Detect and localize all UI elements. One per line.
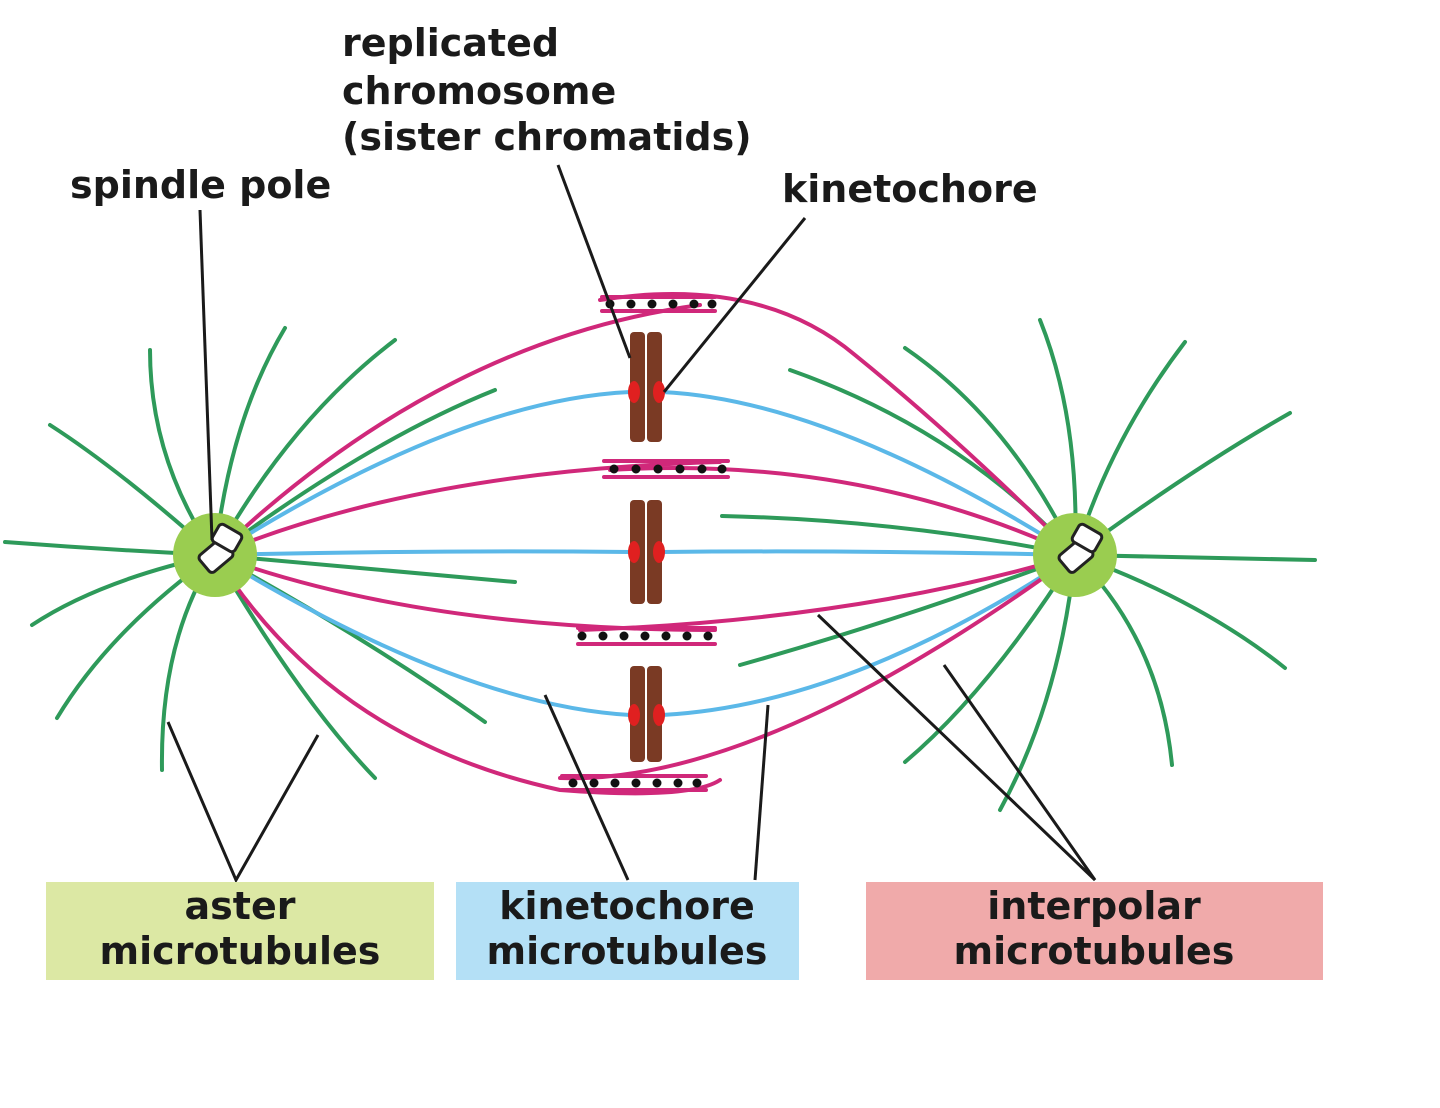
kinetochore-microtubules	[213, 390, 1077, 717]
chromosome-top	[628, 332, 665, 442]
spindle-pole-label: spindle pole	[70, 163, 331, 207]
overlap-zone-lower-middle	[576, 626, 717, 646]
chromosome-bottom	[628, 666, 665, 762]
kinetochore-microtubules-legend: kinetochore microtubules	[456, 882, 799, 980]
aster-legend-box	[46, 882, 434, 980]
overlap-zone-top	[600, 295, 717, 313]
interpolar-legend-box	[866, 882, 1323, 980]
kinetochore-legend-box	[456, 882, 799, 980]
chromosome-middle	[628, 500, 665, 604]
aster-microtubules-legend: aster microtubules	[46, 882, 434, 980]
aster-legend-line-2: microtubules	[100, 929, 381, 973]
overlap-zone-upper-middle	[602, 459, 730, 479]
right-aster-microtubules	[720, 318, 1317, 812]
replicated-chromosome-label-line-3: (sister chromatids)	[342, 115, 752, 159]
replicated-chromosome-label-line-1: replicated	[342, 21, 559, 65]
left-spindle-pole	[173, 513, 257, 597]
kinetochore-legend-line-1: kinetochore	[499, 884, 755, 928]
right-spindle-pole	[1033, 513, 1117, 597]
aster-legend-line-1: aster	[185, 884, 296, 928]
interpolar-legend-line-1: interpolar	[987, 884, 1201, 928]
leader-lines	[166, 164, 1097, 884]
kinetochore-legend-line-2: microtubules	[487, 929, 768, 973]
interpolar-legend-line-2: microtubules	[954, 929, 1235, 973]
interpolar-microtubules-legend: interpolar microtubules	[866, 882, 1323, 980]
kinetochore-label: kinetochore	[782, 167, 1038, 211]
replicated-chromosome-label-line-2: chromosome	[342, 69, 616, 113]
